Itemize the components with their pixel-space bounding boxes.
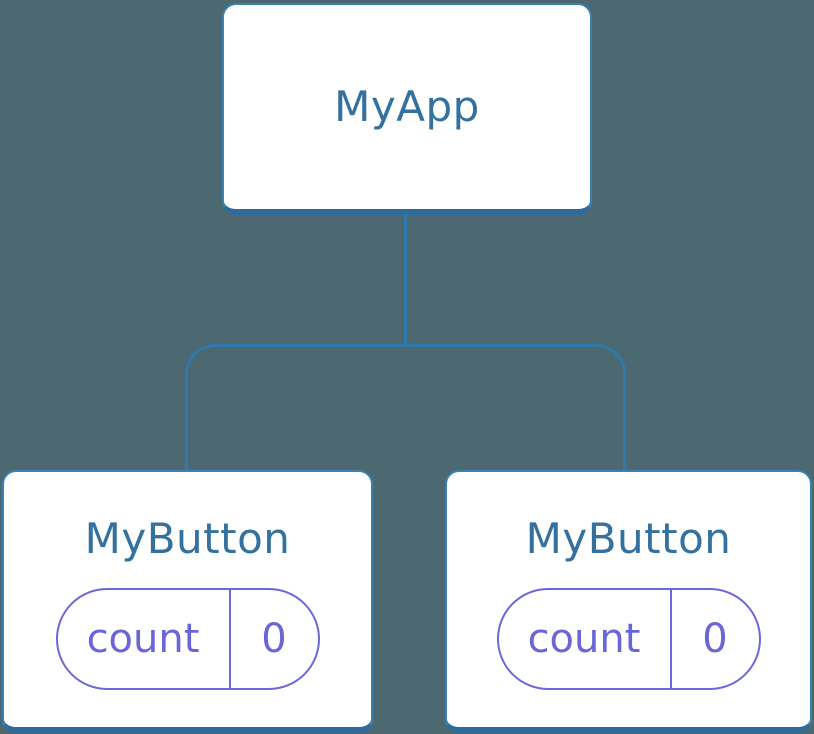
state-pill-right: count 0: [496, 588, 761, 690]
state-value-left: 0: [261, 616, 287, 662]
tree-connector-branch: [185, 344, 626, 470]
component-label-mybutton-left: MyButton: [84, 514, 291, 563]
component-node-myapp: MyApp: [222, 3, 592, 215]
state-key-left: count: [58, 590, 231, 688]
component-node-mybutton-left: MyButton count 0: [2, 470, 373, 733]
state-pill-left: count 0: [55, 588, 320, 690]
state-key-right: count: [499, 590, 672, 688]
tree-connector-stem: [404, 214, 407, 344]
component-label-myapp: MyApp: [334, 82, 480, 131]
state-value-right: 0: [702, 616, 728, 662]
component-label-mybutton-right: MyButton: [525, 514, 732, 563]
component-node-mybutton-right: MyButton count 0: [445, 470, 812, 733]
